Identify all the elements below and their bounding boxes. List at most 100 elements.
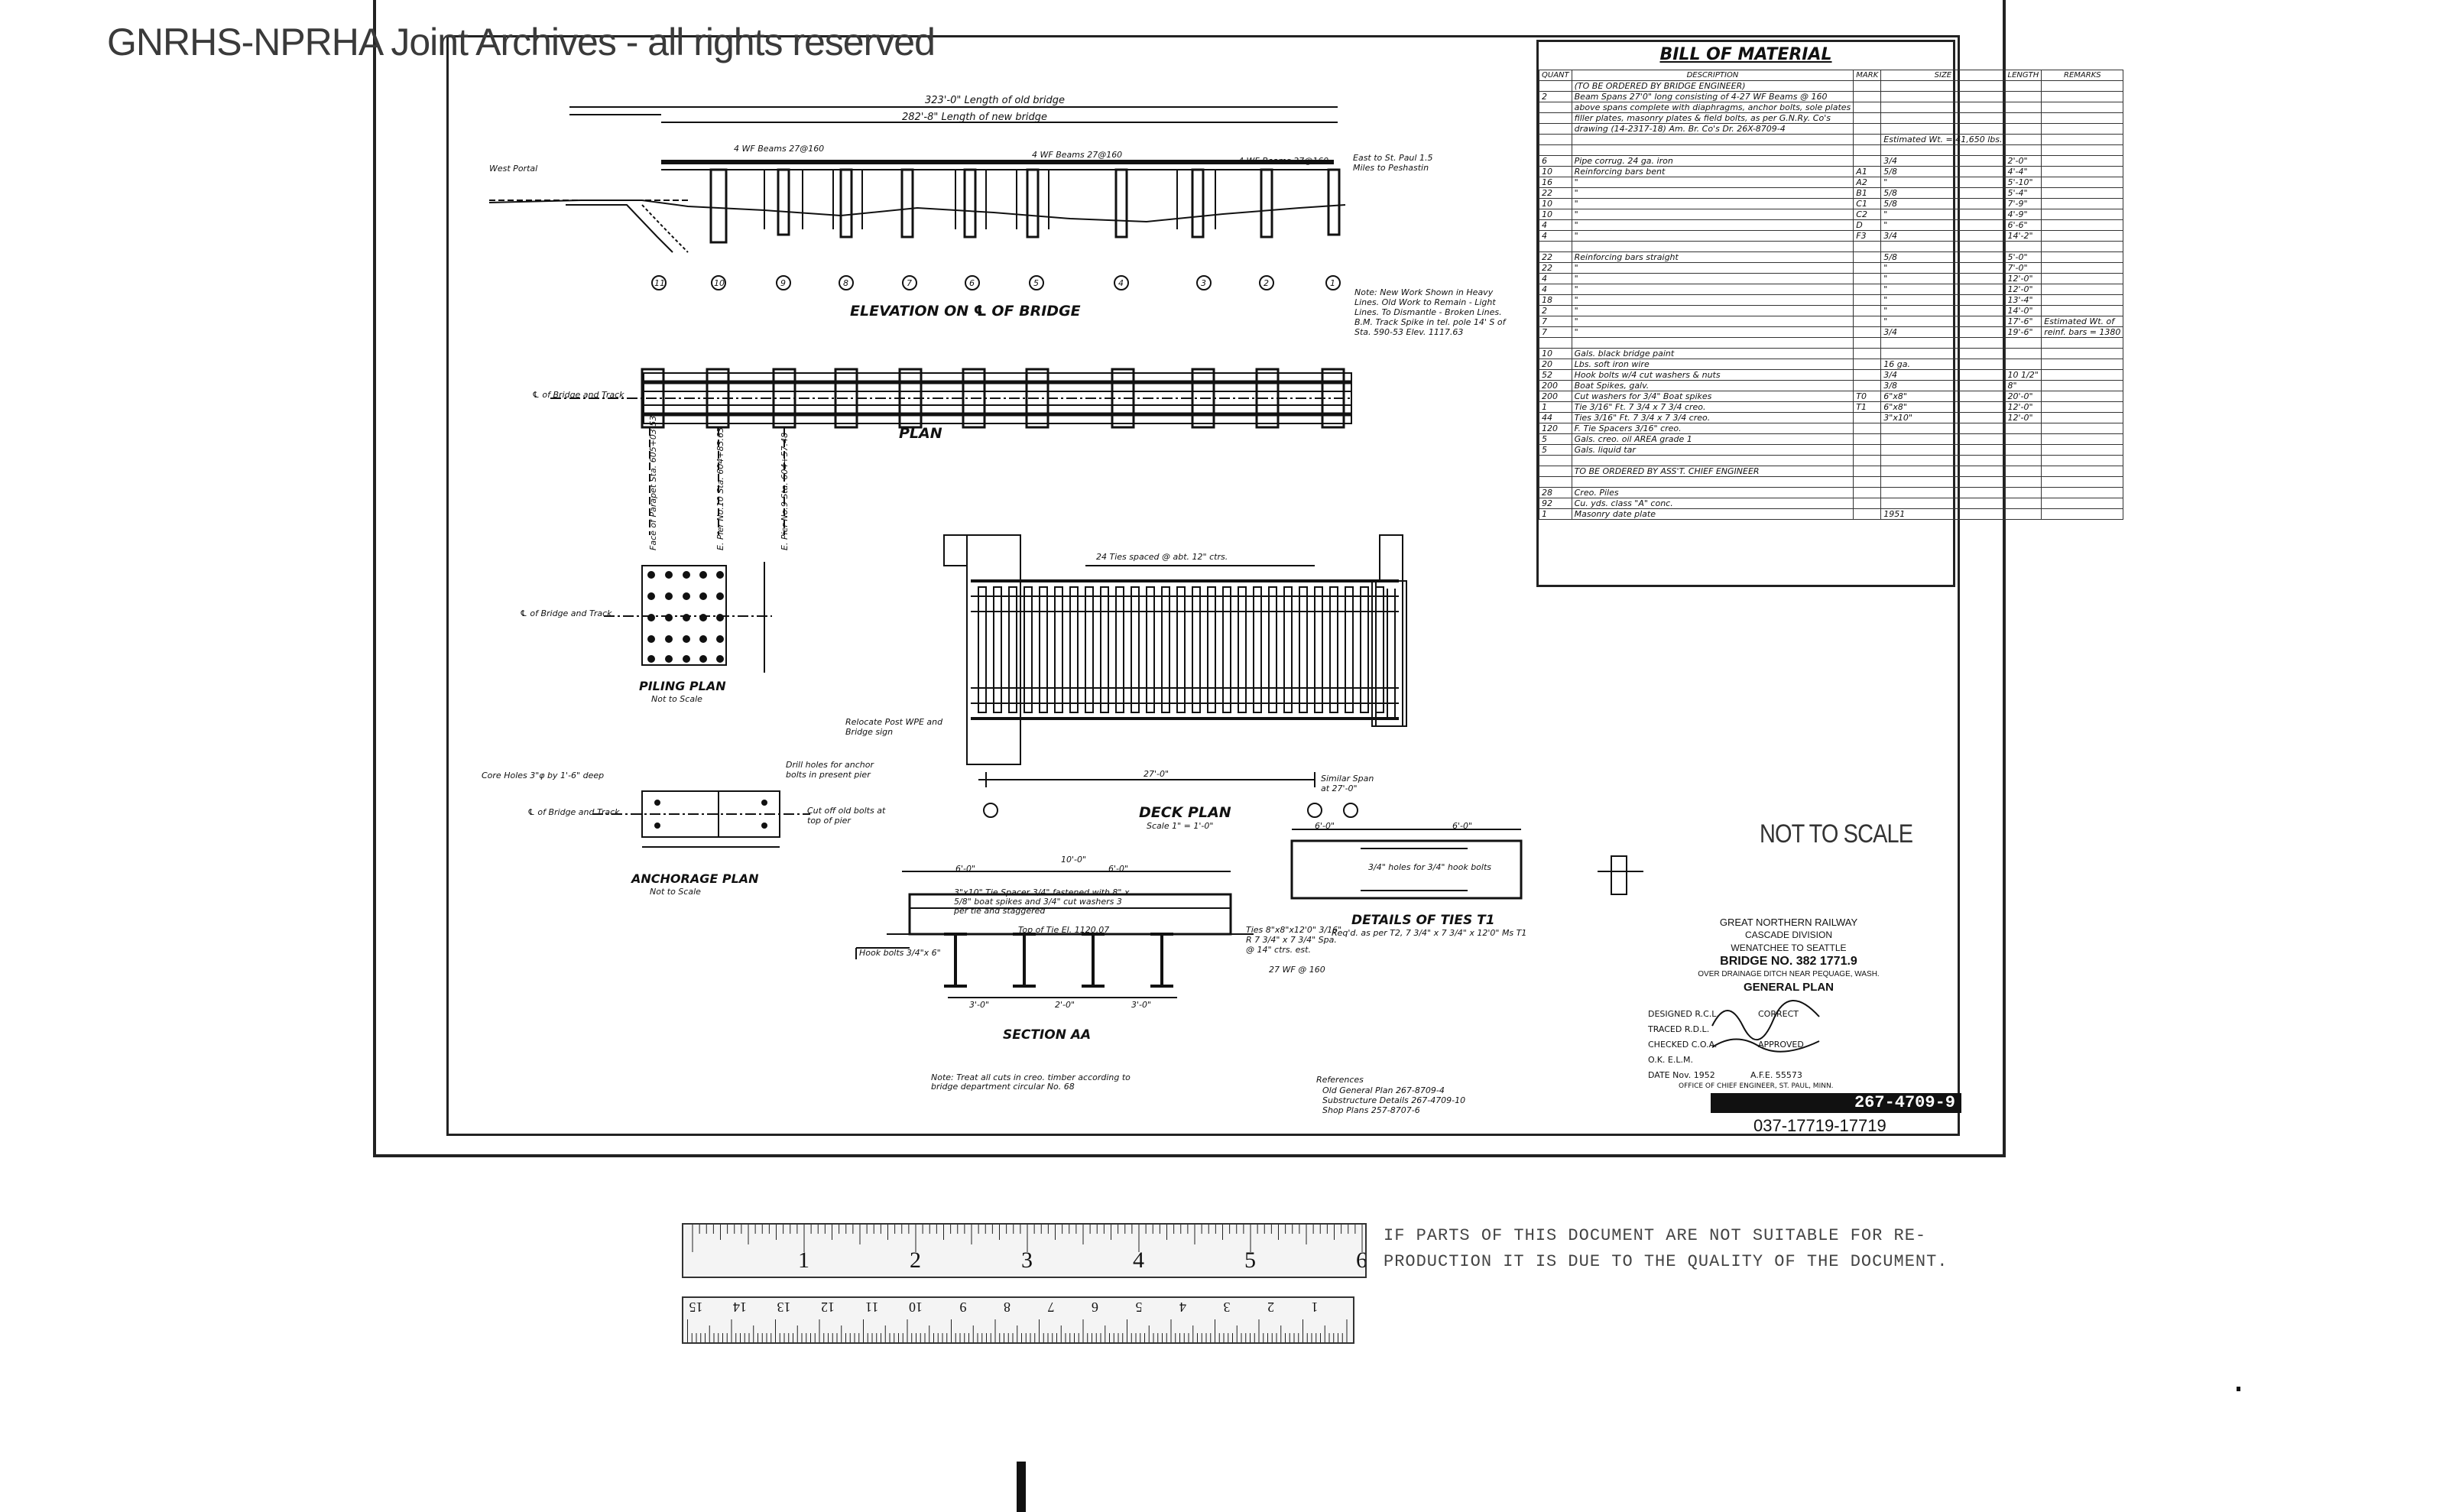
ties-detail-title: DETAILS OF TIES T1: [1351, 913, 1495, 928]
bom-cell: [1853, 380, 1882, 391]
afe-number: A.F.E. 55573: [1750, 1070, 1802, 1080]
bom-cell: [2041, 348, 2124, 359]
deck-plan-scale: Scale 1" = 1'-0": [1147, 821, 1214, 831]
inch-mark-label: 1: [798, 1248, 809, 1273]
bom-cell: Masonry date plate: [1571, 508, 1854, 520]
bom-cell: [2041, 166, 2124, 177]
bom-cell: 5'-4": [2004, 187, 2042, 199]
bom-row: 4"D"6'-6": [1539, 219, 2124, 231]
cm-mark-label: 9: [960, 1299, 967, 1315]
bom-cell: [1853, 144, 1882, 156]
cm-mark-label: 11: [865, 1299, 878, 1315]
plan-title: PLAN: [899, 425, 942, 442]
bom-cell: Tie 3/16" Ft. 7 3/4 x 7 3/4 creo.: [1571, 401, 1854, 413]
bom-cell: 1: [1539, 401, 1572, 413]
ties-dim-6-right: 6'-0": [1452, 821, 1473, 831]
bom-cell: [2041, 487, 2124, 498]
bom-cell: Gals. black bridge paint: [1571, 348, 1854, 359]
bom-cell: [1571, 144, 1854, 156]
bom-cell: [1880, 423, 2006, 434]
cm-mark-label: 3: [1224, 1299, 1231, 1315]
bom-cell: 7: [1539, 326, 1572, 338]
bom-cell: ": [1880, 273, 2006, 284]
bom-cell: A1: [1853, 166, 1882, 177]
station-label-2: E. Pier No.10 Sta. 604+83.63: [715, 427, 725, 550]
bom-cell: [1853, 455, 1882, 466]
reference-1: Old General Plan 267-8709-4: [1322, 1085, 1445, 1095]
section-dim-2: 2'-0": [1055, 1000, 1075, 1010]
bom-cell: ": [1571, 294, 1854, 306]
bom-cell: 17'-6": [2004, 316, 2042, 327]
bom-cell: [2041, 359, 2124, 370]
reference-3: Shop Plans 257-8707-6: [1322, 1105, 1420, 1115]
plan-type: GENERAL PLAN: [1743, 981, 1835, 994]
bom-cell: [2041, 155, 2124, 167]
bom-cell: Boat Spikes, galv.: [1571, 380, 1854, 391]
bom-cell: [2004, 444, 2042, 456]
bom-cell: 4: [1539, 284, 1572, 295]
bom-cell: Estimated Wt. of: [2041, 316, 2124, 327]
bom-cell: [1853, 466, 1882, 477]
cm-mark-label: 7: [1048, 1299, 1055, 1315]
bom-cell: [2004, 80, 2042, 92]
bom-cell: [1853, 498, 1882, 509]
bom-cell: [2004, 241, 2042, 252]
bom-cell: Reinforcing bars bent: [1571, 166, 1854, 177]
bom-cell: Reinforcing bars straight: [1571, 251, 1854, 263]
bom-header-row: QUANT DESCRIPTION MARK SIZE LENGTH REMAR…: [1539, 70, 2124, 81]
bom-cell: [1853, 337, 1882, 349]
bom-cell: [1880, 444, 2006, 456]
bom-cell: ": [1571, 177, 1854, 188]
bom-cell: [2041, 369, 2124, 381]
beams-label-center: 4 WF Beams 27@160: [1032, 150, 1123, 160]
bom-cell: 22: [1539, 262, 1572, 274]
bom-cell: [1880, 241, 2006, 252]
anchorage-plan-note: Not to Scale: [650, 887, 701, 897]
bom-cell: [1853, 476, 1882, 488]
railway-name: GREAT NORTHERN RAILWAY: [1719, 917, 1858, 928]
bom-cell: [1539, 241, 1572, 252]
bom-cell: 5'-0": [2004, 251, 2042, 263]
inch-mark-label: 4: [1133, 1248, 1144, 1273]
cm-mark-label: 5: [1136, 1299, 1143, 1315]
bom-cell: 5/8: [1880, 166, 2006, 177]
bom-cell: 22: [1539, 187, 1572, 199]
bom-cell: [1880, 91, 2006, 102]
bom-cell: [1853, 316, 1882, 327]
bom-cell: [2041, 476, 2124, 488]
bom-cell: 52: [1539, 369, 1572, 381]
drawing-date: DATE Nov. 1952: [1648, 1070, 1715, 1080]
bom-cell: [1853, 305, 1882, 316]
relocate-sign-label: Relocate Post WPE and Bridge sign: [845, 717, 943, 737]
bom-cell: 12'-0": [2004, 412, 2042, 423]
bom-cell: [1853, 102, 1882, 113]
hook-bolts-label: Hook bolts 3/4"x 6": [859, 948, 941, 958]
cut-off-label: Cut off old bolts at top of pier: [807, 806, 886, 826]
bom-cell: 5/8: [1880, 251, 2006, 263]
bom-cell: [2041, 102, 2124, 113]
archive-watermark: GNRHS-NPRHA Joint Archives - all rights …: [107, 21, 936, 63]
bom-cell: [1880, 498, 2006, 509]
bom-cell: 4: [1539, 230, 1572, 242]
bom-cell: 6: [1539, 155, 1572, 167]
bom-row: TO BE ORDERED BY ASS'T. CHIEF ENGINEER: [1539, 466, 2124, 477]
scan-dot: [2237, 1387, 2240, 1391]
bom-cell: [2041, 337, 2124, 349]
approved-label: APPROVED: [1758, 1040, 1804, 1050]
bom-row: 22""7'-0": [1539, 262, 2124, 274]
bom-cell: [1853, 326, 1882, 338]
bom-row: [1539, 455, 2124, 466]
bom-cell: 3/4: [1880, 326, 2006, 338]
bom-cell: [1853, 359, 1882, 370]
station-label-1: Face of Parapet Sta. 605+03.53: [648, 415, 658, 550]
bom-cell: TO BE ORDERED BY ASS'T. CHIEF ENGINEER: [1571, 466, 1854, 477]
